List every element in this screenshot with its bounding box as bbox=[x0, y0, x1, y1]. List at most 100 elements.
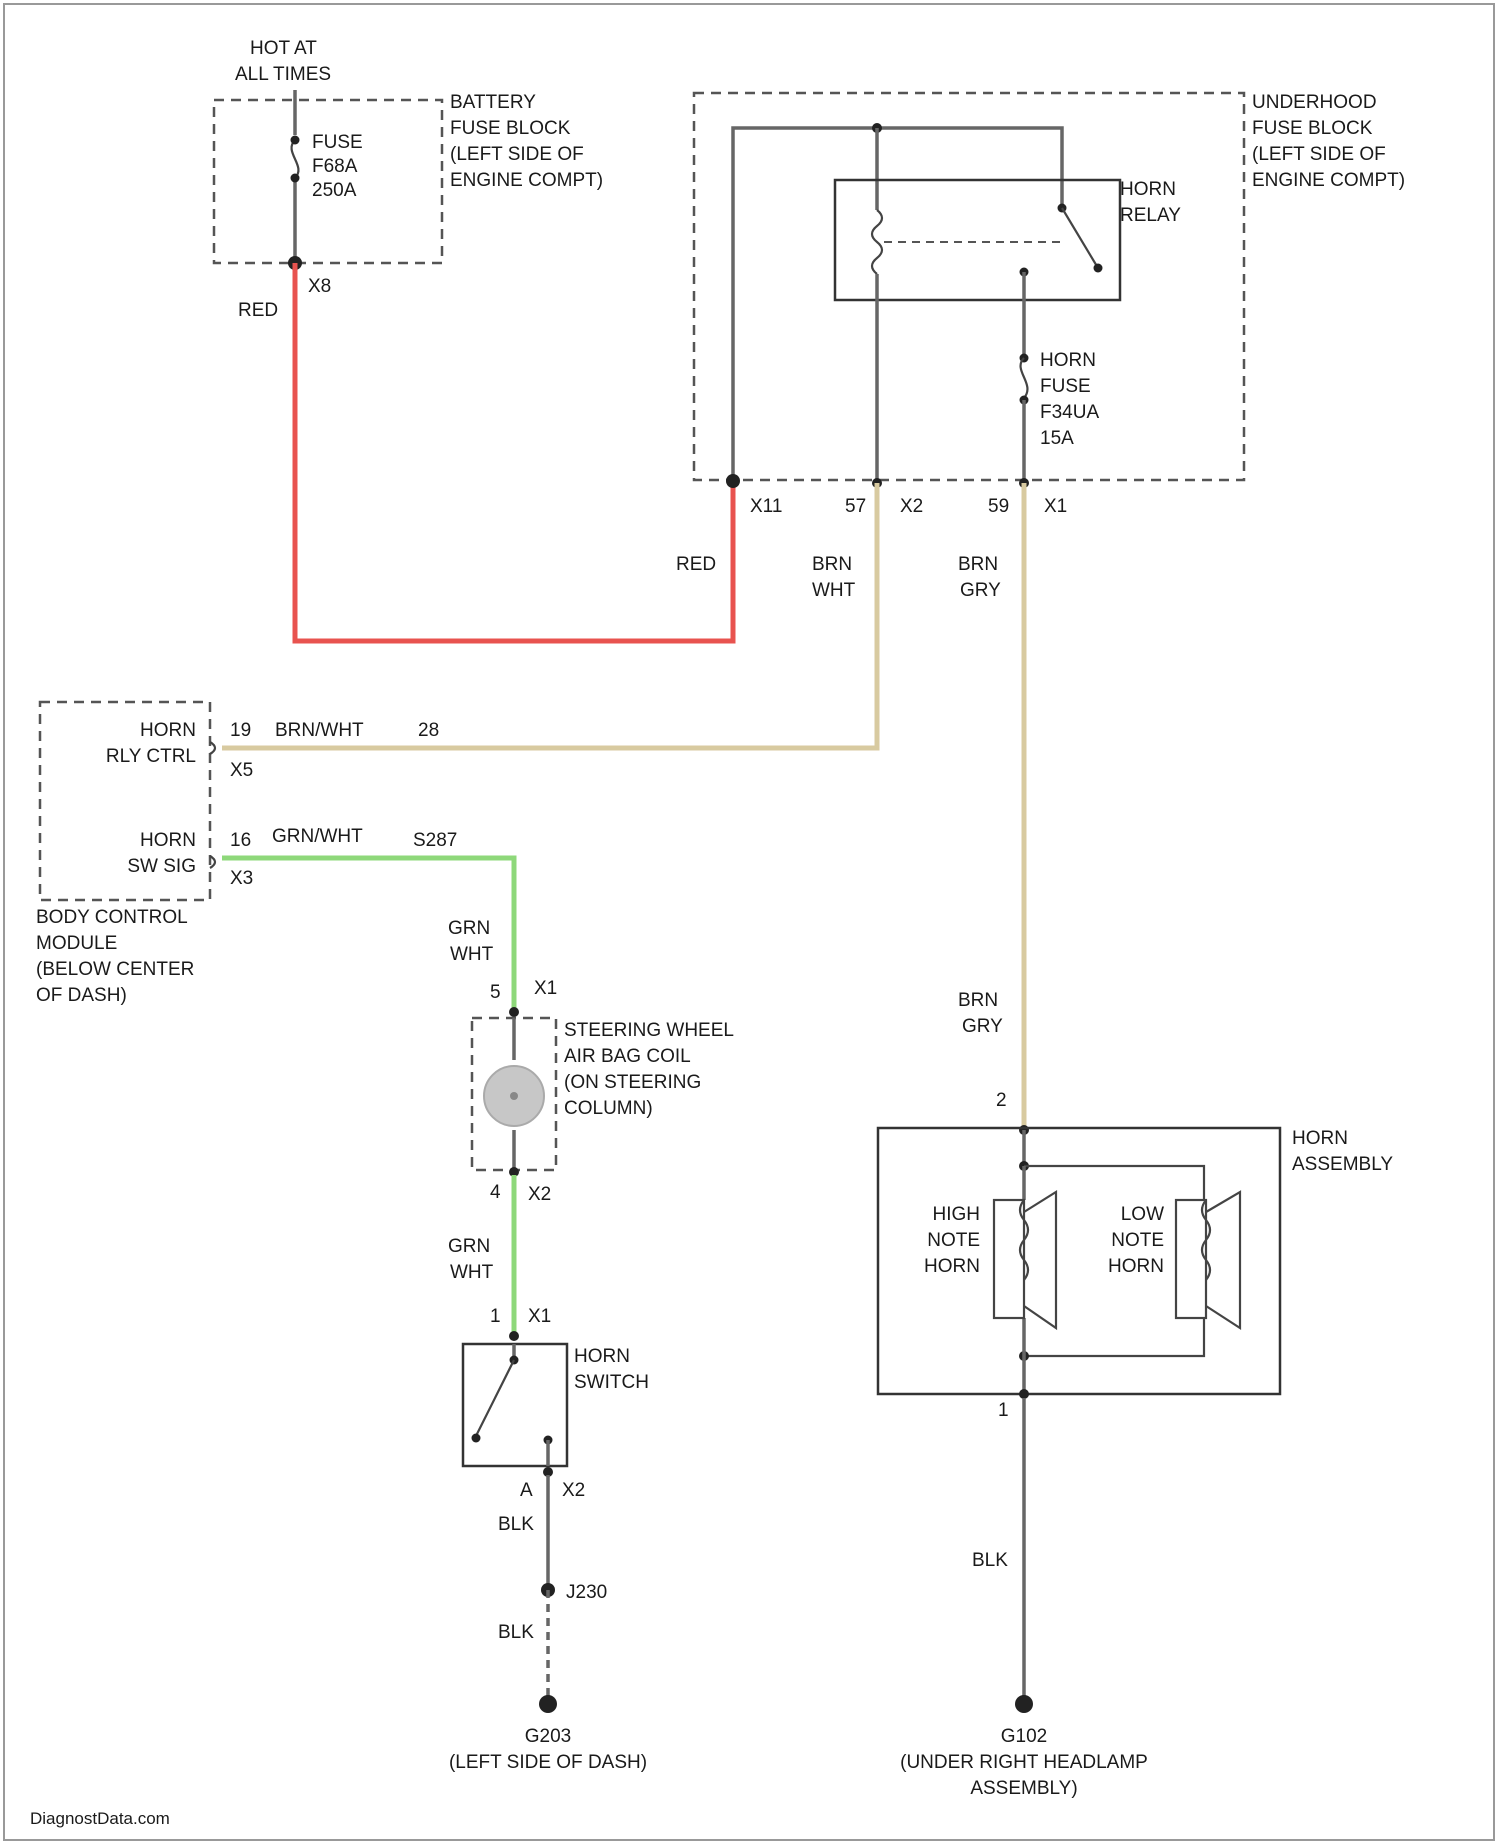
blk-label-1: BLK bbox=[498, 1514, 534, 1535]
low-note-horn-line3: HORN bbox=[1108, 1256, 1164, 1277]
horn-switch-bottom-conn-label: X2 bbox=[562, 1480, 585, 1501]
grn-wht-wire-lower: GRN WHT bbox=[448, 1175, 514, 1335]
horn-relay-label-line2: RELAY bbox=[1120, 205, 1181, 226]
horn-relay-switch-arm bbox=[1062, 208, 1098, 268]
horn-fuse-label-line1: HORN bbox=[1040, 350, 1096, 371]
ground-g102-label: G102 bbox=[1001, 1726, 1047, 1747]
underhood-fuse-block-name-line1: UNDERHOOD bbox=[1252, 92, 1377, 113]
low-note-horn-line2: NOTE bbox=[1111, 1230, 1164, 1251]
connector-x1-label: X1 bbox=[1044, 496, 1067, 517]
bcm-wire1-label: BRN/WHT bbox=[275, 720, 364, 741]
horn-fuse-label-line3: F34UA bbox=[1040, 402, 1099, 423]
bcm-input1-line1: HORN bbox=[140, 720, 196, 741]
bcm-pin19-label: 19 bbox=[230, 720, 251, 741]
coil-bottom-pin-label: 4 bbox=[490, 1182, 501, 1203]
red-wire: RED RED bbox=[238, 263, 733, 641]
horn-assembly-label-line2: ASSEMBLY bbox=[1292, 1154, 1393, 1175]
horn-fuse-label-line2: FUSE bbox=[1040, 376, 1091, 397]
watermark: DiagnostData.com bbox=[30, 1809, 170, 1828]
battery-fuse-block-name-line1: BATTERY bbox=[450, 92, 536, 113]
power-label-line1: HOT AT bbox=[250, 38, 317, 59]
red-wire-label-right: RED bbox=[676, 554, 716, 575]
grn-wht-top-label-line2: WHT bbox=[450, 944, 494, 965]
underhood-fuse-block-name-line4: ENGINE COMPT) bbox=[1252, 170, 1405, 191]
connector-x11-label: X11 bbox=[750, 496, 782, 517]
battery-fuse-block-name-line4: ENGINE COMPT) bbox=[450, 170, 603, 191]
horn-relay-coil bbox=[872, 210, 882, 274]
blk-wire-left: BLK J230 BLK bbox=[498, 1475, 607, 1700]
horn-switch-label-line2: SWITCH bbox=[574, 1372, 649, 1393]
bcm-input2-line2: SW SIG bbox=[127, 856, 196, 877]
high-note-horn-line2: NOTE bbox=[927, 1230, 980, 1251]
bcm-wire2-label: GRN/WHT bbox=[272, 826, 363, 847]
grn-wht-bottom-label-line1: GRN bbox=[448, 1236, 490, 1257]
battery-fuse-block-name-line2: FUSE BLOCK bbox=[450, 118, 571, 139]
horn-switch-arm bbox=[476, 1360, 514, 1436]
coil-label-line1: STEERING WHEEL bbox=[564, 1020, 734, 1041]
brn-gry-wire: BRN GRY BRN GRY bbox=[958, 483, 1024, 1130]
ground-g203-location: (LEFT SIDE OF DASH) bbox=[449, 1752, 647, 1773]
ground-g102-location-line1: (UNDER RIGHT HEADLAMP bbox=[900, 1752, 1148, 1773]
high-note-horn-line1: HIGH bbox=[933, 1204, 981, 1225]
horn-assembly-label-line1: HORN bbox=[1292, 1128, 1348, 1149]
page-frame bbox=[4, 4, 1494, 1840]
bcm-name-line2: MODULE bbox=[36, 933, 117, 954]
bcm-name-line4: OF DASH) bbox=[36, 985, 127, 1006]
bcm-conn-x3-label: X3 bbox=[230, 868, 253, 889]
connector-x2-label: X2 bbox=[900, 496, 923, 517]
coil-label-line3: (ON STEERING bbox=[564, 1072, 701, 1093]
underhood-fuse-block-name-line3: (LEFT SIDE OF bbox=[1252, 144, 1386, 165]
horn-switch-top-pin-label: 1 bbox=[490, 1306, 501, 1327]
coil-label-line2: AIR BAG COIL bbox=[564, 1046, 691, 1067]
fuse-f68a-symbol bbox=[292, 140, 299, 178]
bcm-input2-line1: HORN bbox=[140, 830, 196, 851]
bcm-conn-x5-label: X5 bbox=[230, 760, 253, 781]
horn-assembly: 2 HORN ASSEMBLY HIGH NOTE HORN LOW NOTE … bbox=[878, 1090, 1393, 1421]
grn-wht-wire-upper: GRN WHT bbox=[222, 858, 514, 1010]
connector-pin57-label: 57 bbox=[845, 496, 866, 517]
horn-relay-label-line1: HORN bbox=[1120, 179, 1176, 200]
bcm-name-line3: (BELOW CENTER bbox=[36, 959, 194, 980]
grn-wht-bottom-label-line2: WHT bbox=[450, 1262, 494, 1283]
brn-wht-label-line2: WHT bbox=[812, 580, 856, 601]
horn-assembly-bottom-pin-label: 1 bbox=[998, 1400, 1009, 1421]
bcm-pin16-label: 16 bbox=[230, 830, 251, 851]
horn-switch: 1 X1 HORN SWITCH A X2 bbox=[463, 1306, 649, 1501]
splice-j230-label: J230 bbox=[566, 1582, 607, 1603]
high-note-horn: HIGH NOTE HORN bbox=[924, 1192, 1056, 1328]
bcm-wire1-pin-label: 28 bbox=[418, 720, 439, 741]
horn-fuse-symbol bbox=[1021, 358, 1028, 398]
brn-wht-label-line1: BRN bbox=[812, 554, 852, 575]
brn-wht-wire: BRN WHT bbox=[222, 483, 877, 748]
battery-fuse-block: HOT AT ALL TIMES FUSE F68A 250A BATTERY … bbox=[214, 38, 603, 297]
coil-label-line4: COLUMN) bbox=[564, 1098, 653, 1119]
bcm-name-line1: BODY CONTROL bbox=[36, 907, 188, 928]
brn-gry-bottom-label-line1: BRN bbox=[958, 990, 998, 1011]
blk-label-2: BLK bbox=[498, 1622, 534, 1643]
underhood-fuse-block-boundary bbox=[694, 93, 1244, 480]
red-wire-label-left: RED bbox=[238, 300, 278, 321]
ground-g203: G203 (LEFT SIDE OF DASH) bbox=[449, 1695, 647, 1773]
blk-wire-right: BLK bbox=[972, 1398, 1024, 1700]
connector-pin59-label: 59 bbox=[988, 496, 1009, 517]
fuse-f68a-line2: F68A bbox=[312, 156, 358, 177]
battery-fuse-block-name-line3: (LEFT SIDE OF bbox=[450, 144, 584, 165]
horn-fuse-label-line4: 15A bbox=[1040, 428, 1074, 449]
blk-right-label: BLK bbox=[972, 1550, 1008, 1571]
ground-g203-label: G203 bbox=[525, 1726, 571, 1747]
coil-top-conn-label: X1 bbox=[534, 978, 557, 999]
horn-switch-top-conn-label: X1 bbox=[528, 1306, 551, 1327]
high-note-horn-line3: HORN bbox=[924, 1256, 980, 1277]
bcm-input1-line2: RLY CTRL bbox=[106, 746, 196, 767]
bcm-wire2-splice-label: S287 bbox=[413, 830, 457, 851]
fuse-f68a-line3: 250A bbox=[312, 180, 357, 201]
horn-switch-bottom-pin-label: A bbox=[520, 1480, 533, 1501]
coil-top-pin-label: 5 bbox=[490, 982, 501, 1003]
brn-gry-top-label-line1: BRN bbox=[958, 554, 998, 575]
underhood-fuse-block-name-line2: FUSE BLOCK bbox=[1252, 118, 1373, 139]
fuse-f68a-line1: FUSE bbox=[312, 132, 363, 153]
underhood-fuse-block: UNDERHOOD FUSE BLOCK (LEFT SIDE OF ENGIN… bbox=[694, 92, 1405, 517]
steering-wheel-air-bag-coil: 5 X1 STEERING WHEEL AIR BAG COIL (ON STE… bbox=[472, 978, 734, 1205]
ground-g102-location-line2: ASSEMBLY) bbox=[970, 1778, 1077, 1799]
